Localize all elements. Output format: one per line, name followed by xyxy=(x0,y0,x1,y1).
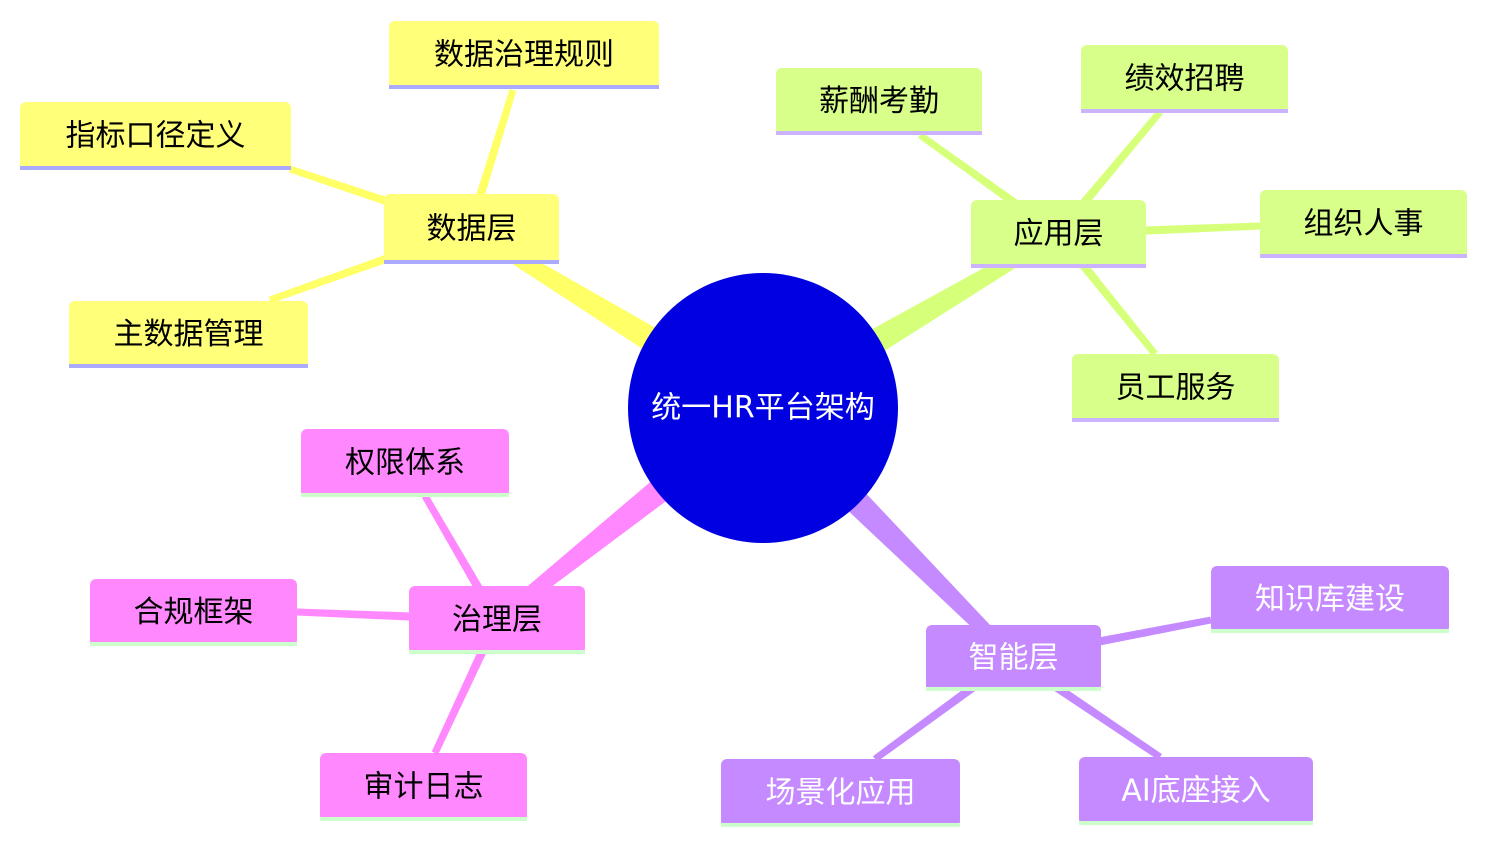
topic-data-1-label: 指标口径定义 xyxy=(66,119,246,154)
topic-gov-0-box xyxy=(301,429,509,497)
topic-gov-1-box xyxy=(90,579,297,646)
topic-app-1-box xyxy=(1081,45,1288,113)
branch-app[interactable]: 应用层 xyxy=(971,200,1146,268)
topic-data-0-box xyxy=(389,21,659,89)
root-circle xyxy=(628,273,898,543)
topic-ai-1-label: AI底座接入 xyxy=(1121,774,1270,809)
topic-ai-0-label: 知识库建设 xyxy=(1255,582,1405,617)
topic-app-3-underline xyxy=(1072,418,1279,422)
topic-gov-2[interactable]: 审计日志 xyxy=(320,753,527,821)
branch-ai[interactable]: 智能层 xyxy=(926,625,1101,691)
topic-ai-2[interactable]: 场景化应用 xyxy=(721,759,960,827)
topic-ai-2-box xyxy=(721,759,960,827)
root-label: 统一HR平台架构 xyxy=(651,391,874,426)
topic-gov-1-underline xyxy=(90,642,297,646)
branch-data-underline xyxy=(384,260,559,264)
topic-gov-2-box xyxy=(320,753,527,821)
branch-app-underline xyxy=(971,264,1146,268)
topic-ai-2-underline xyxy=(721,823,960,827)
topic-gov-1[interactable]: 合规框架 xyxy=(90,579,297,646)
branch-ai-underline xyxy=(926,687,1101,691)
topic-data-2-box xyxy=(69,301,308,368)
topic-app-2-underline xyxy=(1260,254,1467,258)
topic-app-0-label: 薪酬考勤 xyxy=(819,84,939,119)
topic-app-0[interactable]: 薪酬考勤 xyxy=(776,68,982,135)
topic-data-1-box xyxy=(20,102,291,170)
branch-data-label: 数据层 xyxy=(427,212,517,247)
topic-app-0-box xyxy=(776,68,982,135)
topic-app-3[interactable]: 员工服务 xyxy=(1072,354,1279,422)
topic-data-1[interactable]: 指标口径定义 xyxy=(20,102,291,170)
topic-ai-0[interactable]: 知识库建设 xyxy=(1211,566,1449,633)
topic-gov-2-label: 审计日志 xyxy=(364,770,484,805)
branch-gov-label: 治理层 xyxy=(452,603,542,638)
topic-app-1[interactable]: 绩效招聘 xyxy=(1081,45,1288,113)
topic-app-2-label: 组织人事 xyxy=(1304,207,1424,242)
topic-data-2-underline xyxy=(69,364,308,368)
edge-root-ai xyxy=(835,480,1018,663)
branch-gov-underline xyxy=(409,650,585,654)
topic-app-0-underline xyxy=(776,131,982,135)
branch-ai-box xyxy=(926,625,1101,691)
topic-ai-2-label: 场景化应用 xyxy=(766,776,916,811)
topic-gov-0-label: 权限体系 xyxy=(345,446,465,481)
branch-data-box xyxy=(384,194,559,264)
topic-data-2-label: 主数据管理 xyxy=(114,317,264,352)
branch-data[interactable]: 数据层 xyxy=(384,194,559,264)
topic-gov-2-underline xyxy=(320,817,527,821)
topic-ai-0-underline xyxy=(1211,629,1449,633)
topic-data-1-underline xyxy=(20,166,291,170)
topic-data-2[interactable]: 主数据管理 xyxy=(69,301,308,368)
branch-app-label: 应用层 xyxy=(1014,217,1104,252)
topic-app-1-underline xyxy=(1081,109,1288,113)
topic-app-3-box xyxy=(1072,354,1279,422)
root-node[interactable]: 统一HR平台架构 xyxy=(628,273,898,543)
edge-root-gov xyxy=(493,469,682,625)
topic-ai-0-box xyxy=(1211,566,1449,633)
topic-data-0-underline xyxy=(389,85,659,89)
topic-ai-1[interactable]: AI底座接入 xyxy=(1079,757,1313,825)
branch-gov-box xyxy=(409,586,585,654)
topic-app-3-label: 员工服务 xyxy=(1116,371,1236,406)
topic-app-2-box xyxy=(1260,190,1467,258)
topic-ai-1-underline xyxy=(1079,821,1313,825)
topic-gov-1-label: 合规框架 xyxy=(134,595,254,630)
topic-app-2[interactable]: 组织人事 xyxy=(1260,190,1467,258)
branch-ai-label: 智能层 xyxy=(969,641,1059,676)
topic-data-0-label: 数据治理规则 xyxy=(434,38,614,73)
topic-gov-0[interactable]: 权限体系 xyxy=(301,429,509,497)
branch-app-box xyxy=(971,200,1146,268)
topic-ai-1-box xyxy=(1079,757,1313,825)
branch-gov[interactable]: 治理层 xyxy=(409,586,585,654)
topic-data-0[interactable]: 数据治理规则 xyxy=(389,21,659,89)
topic-gov-0-underline xyxy=(301,493,509,497)
topic-app-1-label: 绩效招聘 xyxy=(1125,62,1245,97)
